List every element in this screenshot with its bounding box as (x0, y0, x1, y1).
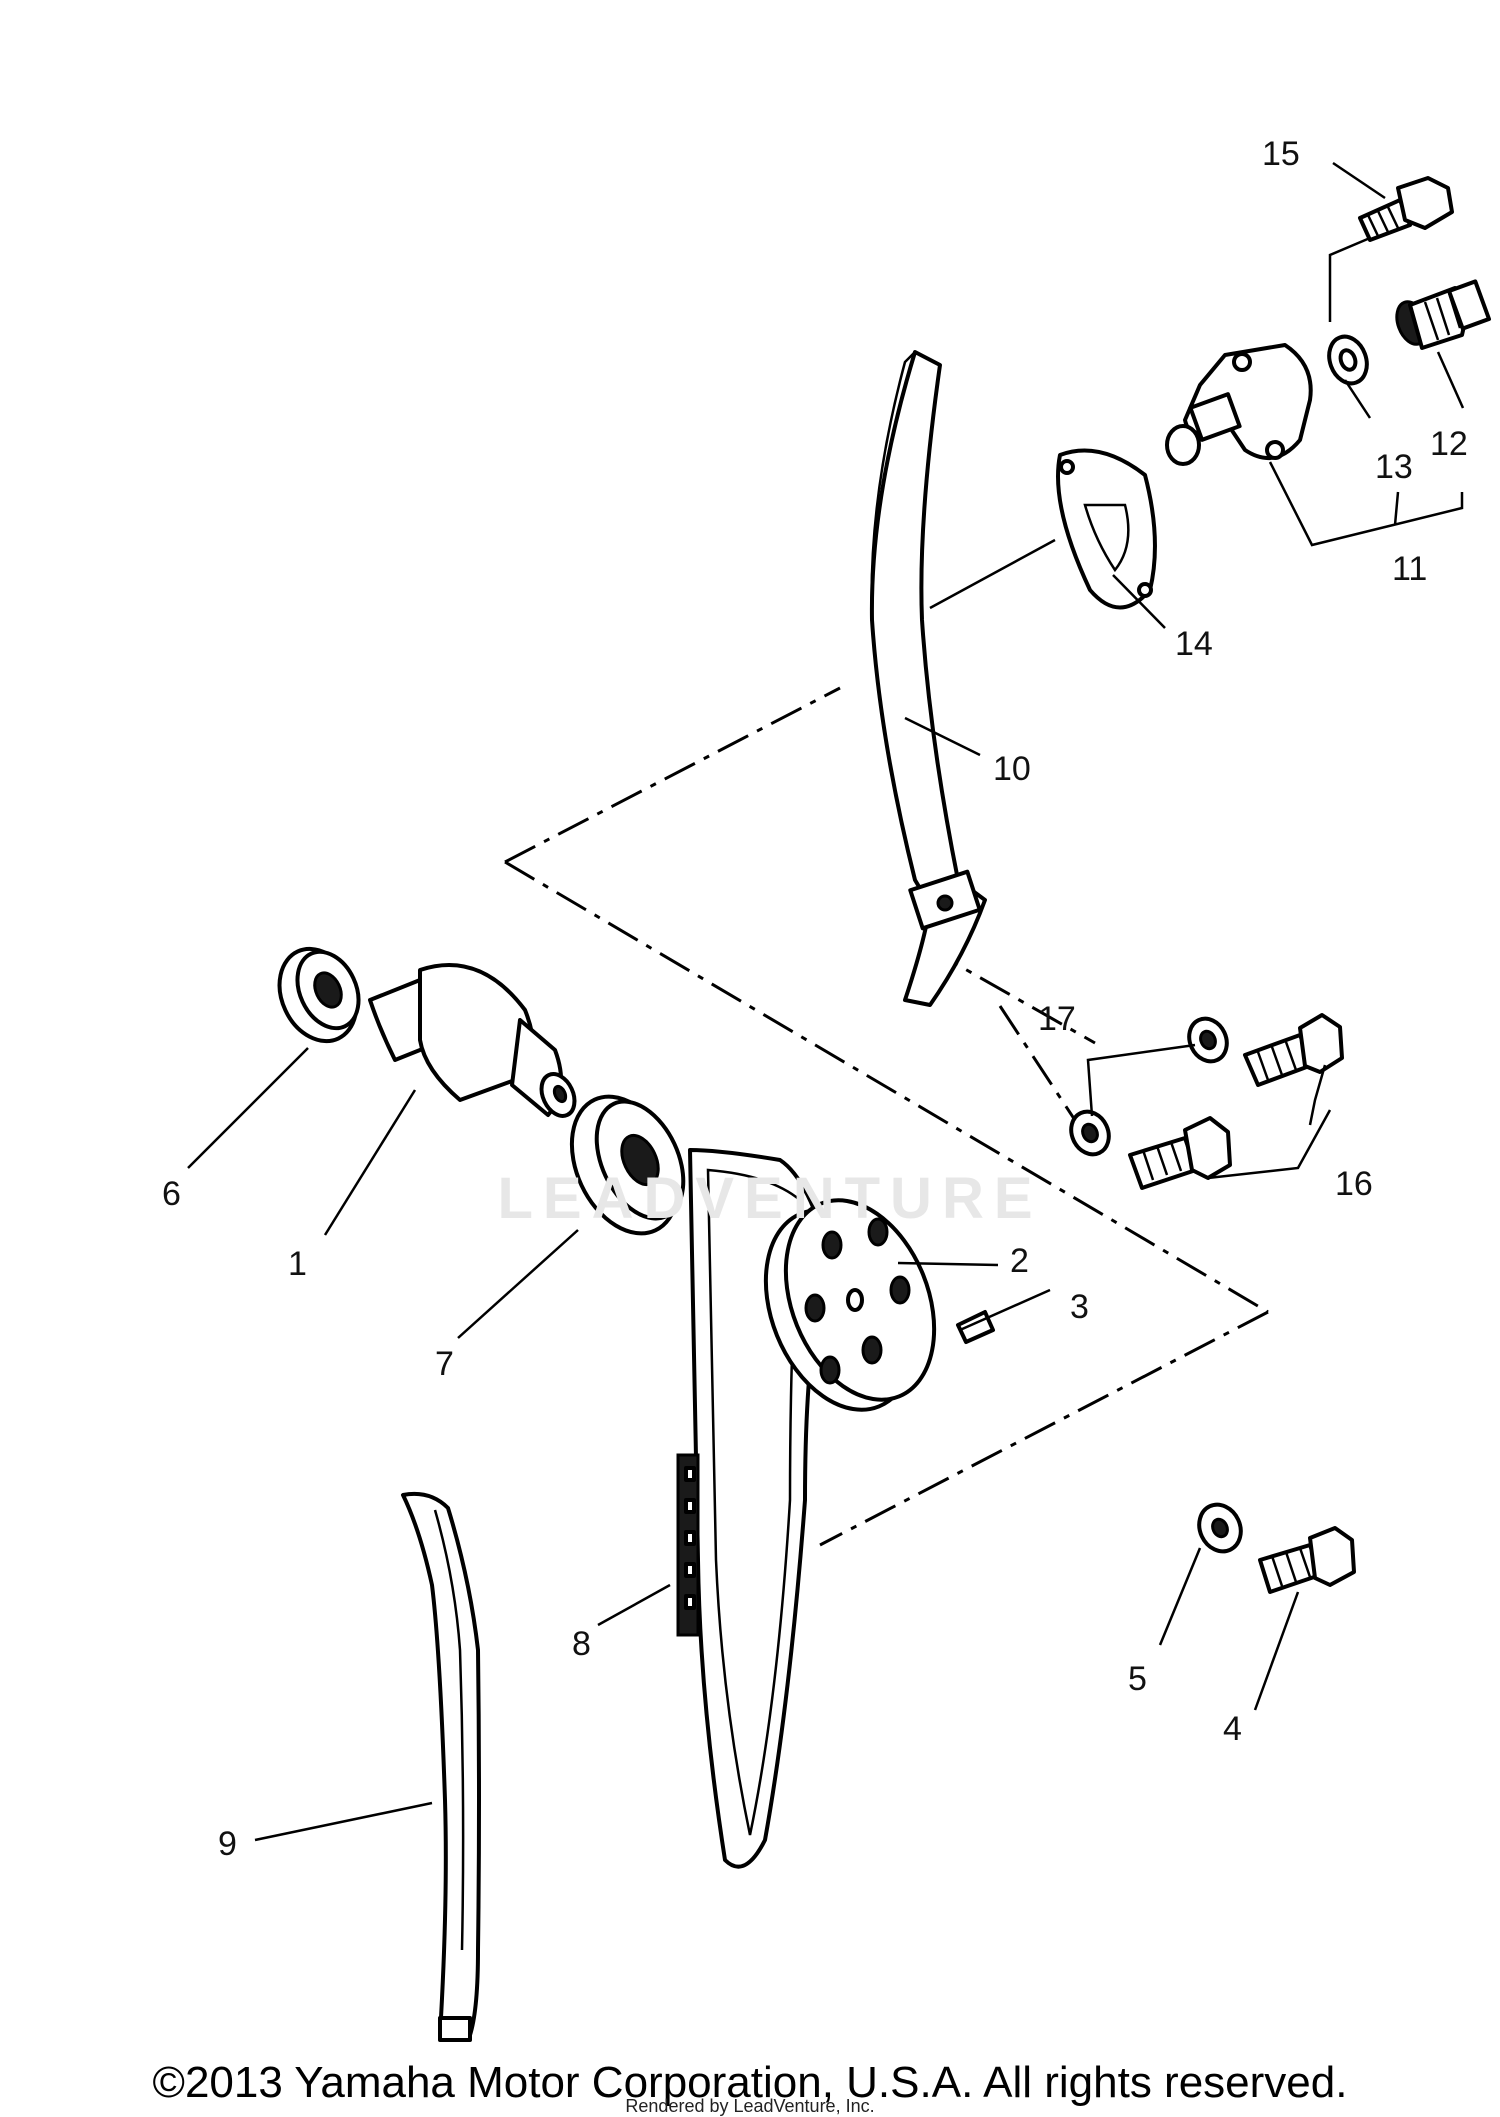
label-5: 5 (1128, 1660, 1147, 1698)
bearing-6 (277, 946, 361, 1044)
label-15: 15 (1262, 135, 1300, 173)
bolt-15 (1358, 176, 1454, 242)
watermark: LEADVENTURE (497, 1166, 1043, 1231)
label-9: 9 (218, 1825, 237, 1863)
label-7: 7 (435, 1345, 454, 1383)
label-3: 3 (1070, 1288, 1089, 1326)
label-14: 14 (1175, 625, 1213, 663)
camshaft-1 (368, 963, 577, 1118)
label-6: 6 (162, 1175, 181, 1213)
label-1: 1 (288, 1245, 307, 1283)
label-16: 16 (1335, 1165, 1373, 1203)
label-4: 4 (1223, 1710, 1242, 1748)
label-13: 13 (1375, 448, 1413, 486)
tensioner-11 (1165, 343, 1313, 466)
label-12: 12 (1430, 425, 1468, 463)
washer-13 (1327, 334, 1369, 386)
chain-guide-10 (869, 350, 987, 1007)
cam-sprocket-2 (763, 1198, 937, 1412)
label-8: 8 (572, 1625, 591, 1663)
label-11: 11 (1392, 550, 1427, 588)
rendered-by-note: Rendered by LeadVenture, Inc. (625, 2096, 875, 2116)
chain-guide-9 (401, 1491, 481, 2042)
bolts-16 (1128, 1013, 1344, 1190)
label-17: 17 (1038, 1000, 1076, 1038)
bearing-7 (569, 1094, 686, 1236)
label-10: 10 (993, 750, 1031, 788)
washer-5 (1197, 1502, 1243, 1554)
label-2: 2 (1010, 1242, 1029, 1280)
washers-17 (1069, 1016, 1229, 1157)
cap-bolt-12 (1395, 279, 1491, 350)
callout-labels: 15 12 13 11 14 10 17 16 2 3 6 1 7 8 5 4 … (162, 135, 1468, 1863)
bolt-4 (1258, 1526, 1356, 1594)
copyright-notice: ©2013 Yamaha Motor Corporation, U.S.A. A… (152, 2058, 1348, 2107)
leader-lines (187, 161, 1465, 1842)
gasket-14 (1056, 448, 1157, 610)
